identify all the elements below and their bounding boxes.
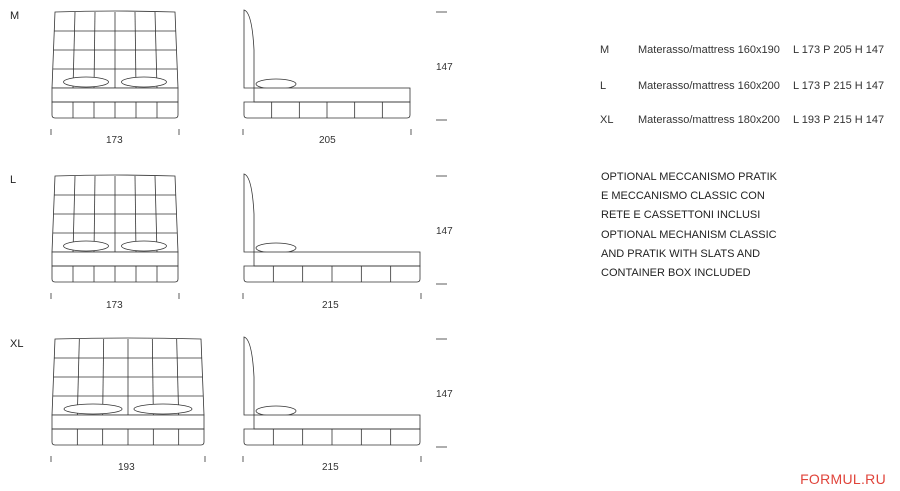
side-depth-l: 215	[322, 300, 339, 311]
side-l-side-headboard	[243, 173, 255, 253]
side-pillow	[255, 405, 297, 417]
side-pillow	[255, 78, 297, 90]
bed-base	[51, 101, 179, 119]
pillow	[121, 240, 167, 252]
side-mattress	[253, 251, 421, 267]
side-base	[243, 101, 411, 119]
spec-dims: L 193 P 215 H 147	[793, 114, 885, 126]
spec-dims: L 173 P 215 H 147	[793, 80, 885, 92]
front-width-l: 173	[106, 300, 123, 311]
note-line: CONTAINER BOX INCLUDED	[601, 267, 751, 280]
front-xl-headboard	[51, 337, 205, 416]
brand-watermark[interactable]: FORMUL.RU	[800, 471, 886, 487]
options-note: OPTIONAL MECCANISMO PRATIK E MECCANISMO …	[601, 168, 777, 283]
note-line: OPTIONAL MECHANISM CLASSIC	[601, 228, 777, 241]
side-m-side-headboard	[243, 9, 255, 89]
side-mattress	[253, 87, 411, 103]
pillow	[63, 403, 123, 415]
front-m-headboard	[51, 10, 179, 89]
spec-dims: L 173 P 205 H 147	[793, 44, 885, 56]
bed-base	[51, 428, 205, 446]
height-xl: 147	[436, 389, 453, 400]
note-line: E MECCANISMO CLASSIC CON	[601, 190, 765, 203]
note-line: AND PRATIK WITH SLATS AND	[601, 247, 761, 260]
spec-desc: Materasso/mattress 160x200	[638, 80, 780, 92]
front-width-xl: 193	[118, 462, 135, 473]
pillow	[63, 76, 109, 88]
side-base	[243, 265, 421, 283]
side-depth-m: 205	[319, 135, 336, 146]
height-l: 147	[436, 226, 453, 237]
spec-desc: Materasso/mattress 180x200	[638, 114, 780, 126]
note-line: RETE E CASSETTONI INCLUSI	[601, 209, 761, 222]
mattress	[51, 414, 205, 430]
pillow	[121, 76, 167, 88]
pillow	[63, 240, 109, 252]
side-base	[243, 428, 421, 446]
pillow	[133, 403, 193, 415]
front-width-m: 173	[106, 135, 123, 146]
spec-desc: Materasso/mattress 160x190	[638, 44, 780, 56]
side-pillow	[255, 242, 297, 254]
height-m: 147	[436, 62, 453, 73]
mattress	[51, 87, 179, 103]
spec-code: XL	[600, 114, 614, 126]
size-code-m: M	[10, 10, 20, 22]
side-xl-side-headboard	[243, 336, 255, 416]
spec-code: M	[600, 44, 610, 56]
mattress	[51, 251, 179, 267]
side-mattress	[253, 414, 421, 430]
bed-base	[51, 265, 179, 283]
size-code-xl: XL	[10, 338, 24, 350]
side-depth-xl: 215	[322, 462, 339, 473]
size-code-l: L	[10, 174, 17, 186]
note-line: OPTIONAL MECCANISMO PRATIK	[601, 171, 778, 183]
spec-code: L	[600, 80, 607, 92]
front-l-headboard	[51, 174, 179, 253]
